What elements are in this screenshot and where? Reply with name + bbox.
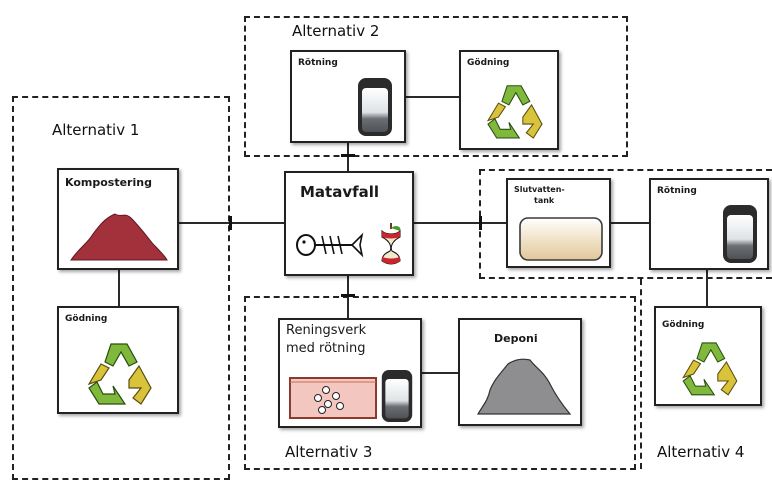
godning-4-label: Gödning [662, 320, 705, 330]
apple-core-icon [381, 223, 401, 265]
group-boundary-tick [341, 294, 355, 297]
slutvattentank-box: Slutvatten- tank [506, 178, 611, 268]
alternativ-2-group [244, 16, 628, 157]
connector-matavfall-slutvattentank [414, 222, 506, 224]
digester-tank-icon [381, 370, 413, 422]
connector-matavfall-rotning [347, 143, 349, 171]
kompostering-label: Kompostering [65, 176, 152, 189]
alternativ-3-group [244, 296, 636, 470]
reningsverk-label-line1: Reningsverk [286, 323, 367, 338]
godning-1-label: Gödning [65, 314, 108, 324]
connector-reningsverk-deponi [422, 372, 458, 374]
deponi-box: Deponi [458, 318, 582, 426]
connector-rotning-godning [406, 96, 459, 98]
rotning-2-label: Rötning [298, 58, 338, 68]
godning-2-box: Gödning [459, 50, 559, 150]
connector-rotning-godning-4 [706, 270, 708, 306]
alternativ-4-label: Alternativ 4 [657, 443, 745, 461]
reningsverk-box: Reningsverk med rötning [278, 318, 422, 428]
matavfall-box: Matavfall [284, 171, 414, 276]
storage-tank-icon [519, 217, 603, 261]
digester-tank-icon [723, 205, 757, 263]
recycle-icon [486, 85, 543, 139]
kompostering-box: Kompostering [57, 168, 179, 270]
group-boundary-tick [341, 154, 355, 157]
godning-1-box: Gödning [57, 306, 179, 414]
alternativ-2-label: Alternativ 2 [292, 22, 380, 40]
alternativ-3-label: Alternativ 3 [285, 443, 373, 461]
connector-matavfall-reningsverk [347, 276, 349, 318]
rotning-4-box: Rötning [649, 178, 769, 270]
connector-slutvattentank-rotning [611, 222, 649, 224]
alternativ-1-label: Alternativ 1 [52, 121, 140, 139]
recycle-icon [87, 343, 152, 405]
godning-2-label: Gödning [467, 58, 510, 68]
group-boundary-tick [479, 216, 482, 230]
godning-4-box: Gödning [654, 306, 762, 406]
fish-bone-icon [296, 232, 364, 258]
digester-tank-icon [358, 78, 392, 136]
landfill-pile-icon [476, 358, 572, 415]
treatment-basin-icon [289, 377, 377, 419]
compost-pile-icon [70, 213, 168, 261]
recycle-icon [682, 342, 738, 396]
alternativ-1-group [12, 96, 230, 480]
rotning-2-box: Rötning [290, 50, 406, 143]
matavfall-label: Matavfall [300, 183, 380, 201]
alternativ-4-extension [640, 279, 772, 469]
connector-kompostering-godning [118, 270, 120, 306]
deponi-label: Deponi [494, 332, 538, 345]
slutvattentank-label-line1: Slutvatten- [514, 185, 565, 194]
rotning-4-label: Rötning [657, 186, 697, 196]
slutvattentank-label-line2: tank [534, 196, 555, 205]
reningsverk-label-line2: med rötning [286, 341, 366, 356]
group-boundary-tick [229, 216, 232, 230]
